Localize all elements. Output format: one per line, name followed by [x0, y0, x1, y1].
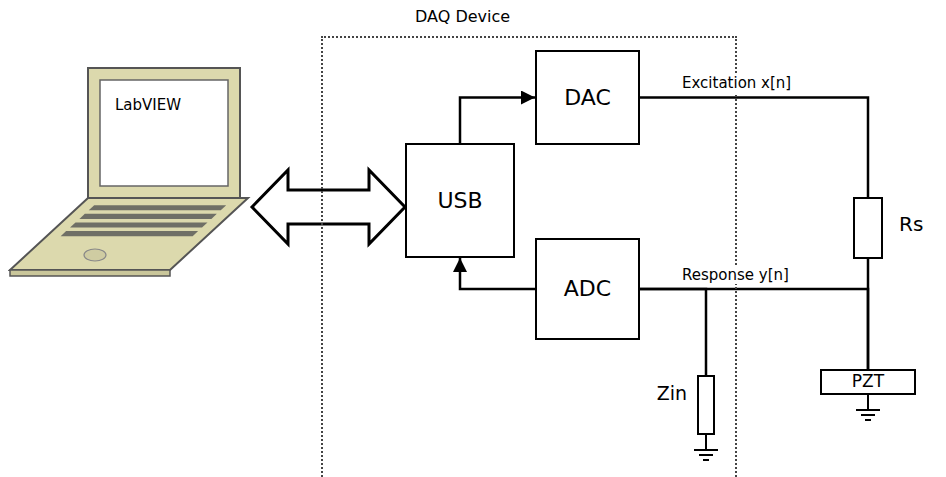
daq-device-boundary: USBDACADCZinDAQ Device [323, 38, 735, 477]
signal-arrow [460, 258, 535, 289]
group-title: DAQ Device [415, 8, 510, 26]
adc-block: ADC [535, 238, 640, 340]
node-label: PZT [852, 372, 884, 392]
ground-symbol [856, 394, 880, 420]
node-label: USB [437, 188, 482, 213]
wire [640, 289, 868, 369]
node-label: Zin [657, 383, 687, 405]
signal-arrow [460, 98, 535, 144]
pzt-transducer: PZT [820, 369, 916, 395]
signal-label: Excitation x[n] [680, 75, 793, 92]
wire [640, 289, 706, 375]
resistor-symbol: Rs [853, 197, 883, 259]
node-label: Rs [899, 213, 923, 236]
laptop-illustration [8, 62, 252, 282]
dac-block: DAC [535, 50, 640, 145]
resistor-symbol: Zin [697, 375, 715, 435]
laptop-computer: LabVIEW [8, 62, 252, 282]
ground-symbol [694, 435, 718, 460]
node-label: LabVIEW [115, 97, 181, 114]
usb-block: USB [405, 143, 515, 258]
signal-label: Response y[n] [680, 267, 791, 284]
node-label: DAC [564, 85, 611, 110]
wire [640, 98, 868, 198]
node-label: ADC [564, 276, 611, 301]
usb-link-arrow [252, 170, 405, 244]
